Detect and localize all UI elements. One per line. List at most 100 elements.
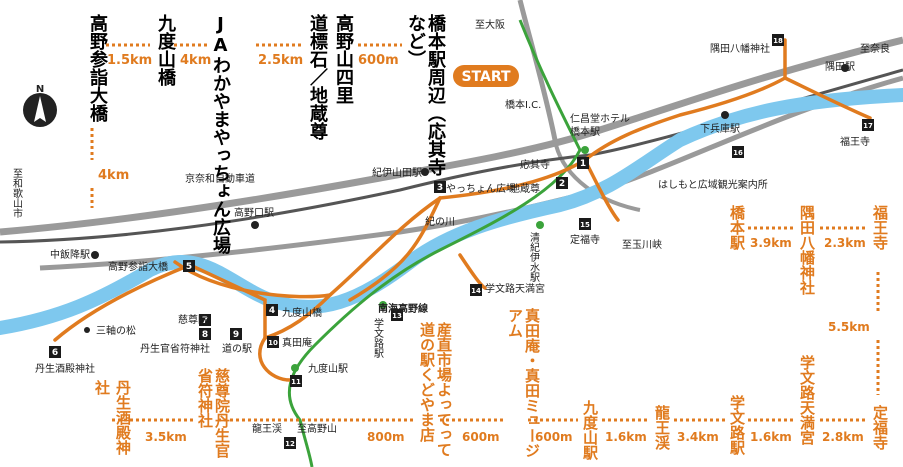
spot-number: 8 — [202, 330, 208, 340]
start-badge: START — [453, 65, 519, 87]
road-north — [517, 0, 558, 141]
dir-tamakawa: 至玉川峡 — [622, 238, 662, 251]
spot-marker-1: 1 — [577, 157, 589, 169]
st-kii-shimizu: 清紀伊水駅 — [528, 231, 540, 283]
spot-marker-13: 13 — [391, 309, 403, 321]
spot-number: 16 — [733, 149, 743, 157]
spot12-label: 龍王渓 — [252, 422, 282, 435]
spot-number: 6 — [52, 348, 58, 358]
st-kudoyama: 九度山駅 — [308, 362, 348, 375]
spot-number: 2 — [559, 179, 565, 189]
bottom-stop-1: 丹生酒殿神社 — [93, 380, 132, 455]
spot-marker-9: 9 — [230, 328, 242, 340]
spot5-label: 高野参詣大橋 — [108, 260, 168, 273]
keinawa-expressway — [0, 36, 903, 236]
station-dots — [84, 64, 849, 372]
top-dist-2: 4km — [180, 53, 212, 68]
st-kii-yamada: 紀伊山田駅 — [372, 166, 422, 179]
ki-river — [0, 88, 903, 335]
st-hashimoto: 橋本駅 — [570, 125, 600, 138]
spot15-label: 定福寺 — [570, 233, 600, 246]
spot-number: 11 — [291, 378, 301, 386]
top-stop-6: 橋本駅周辺（応其寺など） — [405, 14, 446, 176]
spot-marker-15: 15 — [579, 218, 591, 230]
dir-osaka: 至大阪 — [475, 18, 505, 31]
info-label: はしもと広域観光案内所 — [658, 178, 768, 191]
top-dist-4: 600m — [358, 53, 399, 68]
spot-marker-12: 12 — [284, 437, 296, 449]
spot-marker-8: 8 — [199, 328, 211, 340]
bottom-dist-2: 800m — [367, 430, 405, 444]
spot14-label: 学文路天満宮 — [485, 282, 545, 295]
spot-marker-17: 17 — [862, 119, 874, 131]
spot-number: 13 — [392, 312, 402, 320]
ic-label: 橋本I.C. — [505, 98, 541, 111]
spot-marker-7: 7 — [199, 314, 211, 326]
svg-text:N: N — [36, 84, 44, 95]
spot-marker-4: 4 — [266, 304, 278, 316]
top-dist-3: 2.5km — [258, 53, 304, 68]
st-kamuro: 学文路駅 — [372, 317, 384, 359]
spot-number: 17 — [863, 122, 873, 130]
st-nakaiburi: 中飯降駅 — [50, 248, 90, 261]
bottom-dist-4: 600m — [535, 430, 573, 444]
bottom-dist-3: 600m — [462, 430, 500, 444]
spot-number: 18 — [773, 37, 783, 45]
dir-koyasan: 至高野山 — [297, 422, 337, 435]
dir-nara: 至奈良 — [860, 42, 890, 55]
spot6-label: 丹生酒殿神社 — [35, 362, 95, 375]
bottom-stop-9: 定福寺 — [871, 405, 889, 450]
st-suda: 隅田駅 — [825, 61, 855, 73]
michinoeki-label: 道の駅 — [222, 342, 252, 355]
bottom-dist-1: 3.5km — [145, 430, 187, 444]
bottom-dist-6: 3.4km — [677, 430, 719, 444]
bottom-stop-7: 学文路駅 — [728, 395, 746, 455]
bottom-dist-7: 1.6km — [750, 430, 792, 444]
spot-number: 3 — [437, 183, 443, 193]
spot-marker-6: 6 — [49, 346, 61, 358]
bottom-stop-3: 産直市場よってって道の駅くどやま店 — [418, 322, 453, 457]
sannomatsu-label: 三軸の松 — [96, 324, 136, 337]
top-stop-3: JAわかやまやっちょん広場 — [210, 14, 231, 254]
spot-number: 1 — [580, 159, 586, 169]
bottom-dist-5: 1.6km — [605, 430, 647, 444]
walking-routes — [53, 38, 872, 382]
spot-marker-10: 10 — [267, 336, 279, 348]
top-dist-down: 4km — [98, 168, 130, 183]
right-dist-2: 2.3km — [824, 236, 866, 250]
svg-text:START: START — [461, 69, 511, 85]
expressway-label: 京奈和自動車道 — [185, 172, 255, 185]
spot-marker-3: 3 — [434, 181, 446, 193]
top-stop-1: 高野参詣大橋 — [87, 14, 108, 122]
right-stop-2: 隅田八幡神社 — [798, 205, 816, 295]
spot-number: 4 — [269, 306, 275, 316]
bottom-stop-6: 龍王渓 — [653, 405, 671, 450]
spot-number: 7 — [202, 316, 208, 326]
river-label: 紀の川 — [425, 215, 455, 228]
top-stop-2: 九度山橋 — [155, 14, 176, 86]
right-dist-down: 5.5km — [828, 320, 870, 334]
spot-number: 12 — [285, 440, 295, 448]
bottom-stop-2: 慈尊院丹生官省符神社 — [196, 368, 231, 458]
road-south — [553, 139, 641, 212]
spot-marker-2: 2 — [556, 177, 568, 189]
spot18-label: 隅田八幡神社 — [710, 42, 770, 55]
jizo-label: 地蔵尊 — [510, 182, 540, 195]
spot-marker-18: 18 — [772, 34, 784, 46]
top-dist-1: 1.5km — [107, 53, 153, 68]
spot10-label: 真田庵 — [282, 336, 312, 349]
spot-marker-5: 5 — [183, 260, 195, 272]
spot4-label: 九度山橋 — [282, 306, 322, 319]
st-shimohyogo: 下兵庫駅 — [700, 122, 740, 135]
hotel-label: 仁昌堂ホテル — [570, 113, 630, 125]
spot17-label: 福王寺 — [840, 135, 870, 148]
dir-wakayama: 至和歌山市 — [11, 168, 23, 219]
spot-marker-11: 11 — [290, 375, 302, 387]
spot3-label: やっちょん広場 — [446, 182, 516, 195]
spot-number: 10 — [268, 339, 278, 347]
bottom-dist-8: 2.8km — [822, 430, 864, 444]
st-koyaguchi: 高野口駅 — [234, 206, 274, 219]
spot8-label: 丹生官省符神社 — [140, 342, 210, 355]
spot-number: 15 — [580, 221, 590, 229]
